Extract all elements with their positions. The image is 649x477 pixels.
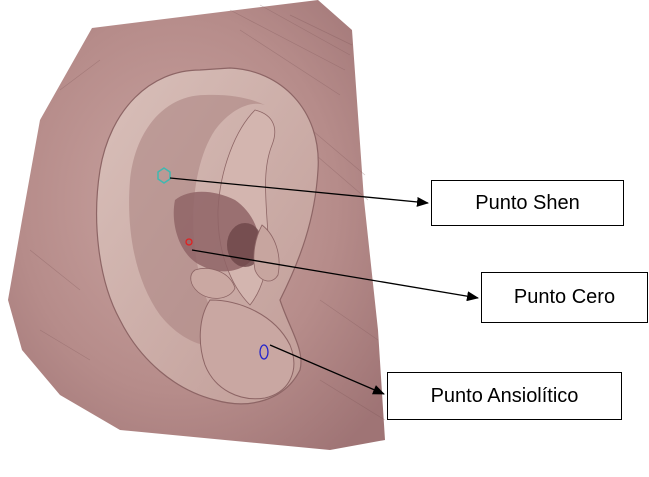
- cero-label: Punto Cero: [481, 272, 648, 323]
- shen-label: Punto Shen: [431, 180, 624, 226]
- ansiolitico-label: Punto Ansiolítico: [387, 372, 622, 420]
